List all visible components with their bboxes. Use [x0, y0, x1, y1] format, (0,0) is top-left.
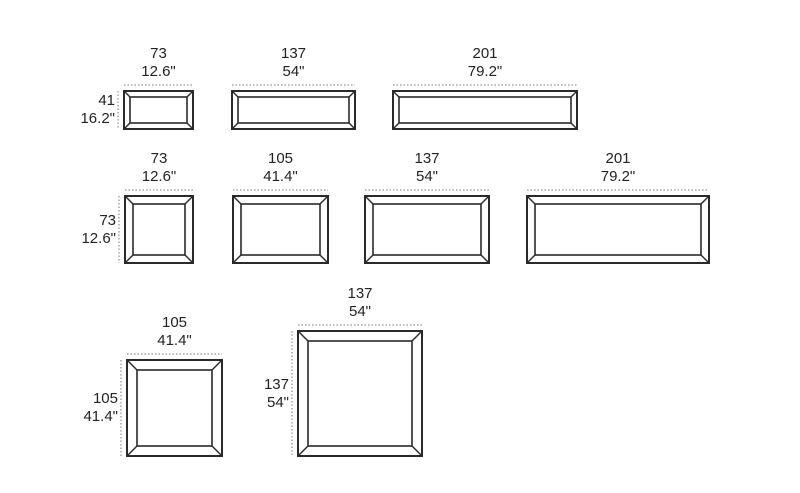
table-9-bevel — [411, 445, 423, 457]
table-9-height-label-cm: 137 — [263, 375, 289, 393]
table-5-outer — [232, 195, 329, 264]
table-3-width-label-in: 79.2" — [467, 63, 503, 80]
table-4-height-label-cm: 73 — [99, 211, 116, 229]
table-8-bevel — [126, 359, 138, 371]
table-7-width-label-cm: 201 — [605, 150, 631, 167]
table-7-bevel — [700, 254, 710, 264]
table-5-bevel — [319, 254, 329, 264]
table-3-outer — [392, 90, 578, 130]
table-9-width-label-cm: 137 — [347, 285, 373, 302]
table-6-bevel — [480, 254, 490, 264]
table-6-bevel — [480, 195, 490, 205]
table-4-bevel — [184, 195, 194, 205]
table-8-outer — [126, 359, 223, 457]
table-2-bevel — [231, 90, 239, 98]
table-7-bevel — [700, 195, 710, 205]
table-5-bevel — [232, 254, 242, 264]
table-9-bevel — [297, 445, 309, 457]
table-7-width-label-in: 79.2" — [600, 168, 636, 185]
table-9-bevel — [411, 330, 423, 342]
table-9-outer — [297, 330, 423, 457]
table-5-bevel — [319, 195, 329, 205]
table-5-bevel — [232, 195, 242, 205]
table-8-bevel — [211, 445, 223, 457]
table-6-bevel — [364, 195, 374, 205]
table-5-inner — [240, 203, 321, 256]
table-6-width-label-in: 54" — [415, 168, 438, 185]
table-2-width-label-cm: 137 — [280, 45, 307, 62]
table-4-bevel — [124, 195, 134, 205]
table-3-width-label-cm: 201 — [472, 45, 498, 62]
table-6-bevel — [364, 254, 374, 264]
table-4-height-label-in: 12.6" — [81, 229, 116, 247]
table-4-width-label-cm: 73 — [150, 150, 168, 167]
table-9-height-label-in: 54" — [266, 393, 289, 411]
table-6-width-label-cm: 137 — [414, 150, 440, 167]
table-9-inner — [307, 340, 413, 447]
table-7-inner — [534, 203, 702, 256]
table-1-bevel — [123, 122, 131, 130]
table-8-height-label-cm: 105 — [92, 390, 118, 407]
table-4-outer — [124, 195, 194, 264]
table-1-height-label-in: 16.2" — [80, 110, 115, 127]
table-3-bevel — [570, 122, 578, 130]
table-8-width-label-in: 41.4" — [157, 332, 192, 349]
table-8-width-label-cm: 105 — [161, 314, 188, 331]
table-6-inner — [372, 203, 482, 256]
table-2-inner — [237, 96, 350, 124]
table-4-width-label-in: 12.6" — [141, 168, 177, 185]
table-4-bevel — [124, 254, 134, 264]
table-1-inner — [129, 96, 188, 124]
table-7-bevel — [526, 195, 536, 205]
table-1-width-label-in: 12.6" — [141, 63, 176, 80]
table-1-outer — [123, 90, 194, 130]
table-8-bevel — [211, 359, 223, 371]
table-1-bevel — [186, 90, 194, 98]
table-9-bevel — [297, 330, 309, 342]
table-2-bevel — [231, 122, 239, 130]
table-3-bevel — [570, 90, 578, 98]
table-3-inner — [398, 96, 572, 124]
table-7-outer — [526, 195, 710, 264]
table-1-height-label-cm: 41 — [98, 92, 115, 109]
table-6-outer — [364, 195, 490, 264]
table-4-inner — [132, 203, 186, 256]
table-1-bevel — [186, 122, 194, 130]
table-1-bevel — [123, 90, 131, 98]
table-9-width-label-in: 54" — [348, 303, 371, 320]
table-2-width-label-in: 54" — [282, 63, 305, 80]
table-7-bevel — [526, 254, 536, 264]
table-2-bevel — [348, 122, 356, 130]
table-2-outer — [231, 90, 356, 130]
table-4-bevel — [184, 254, 194, 264]
table-8-height-label-in: 41.4" — [83, 408, 118, 425]
table-1-width-label-cm: 73 — [150, 45, 167, 62]
table-3-bevel — [392, 90, 400, 98]
table-5-width-label-cm: 105 — [267, 150, 294, 167]
table-2-bevel — [348, 90, 356, 98]
table-3-bevel — [392, 122, 400, 130]
table-8-inner — [136, 369, 213, 447]
table-8-bevel — [126, 445, 138, 457]
table-5-width-label-in: 41.4" — [263, 168, 298, 185]
